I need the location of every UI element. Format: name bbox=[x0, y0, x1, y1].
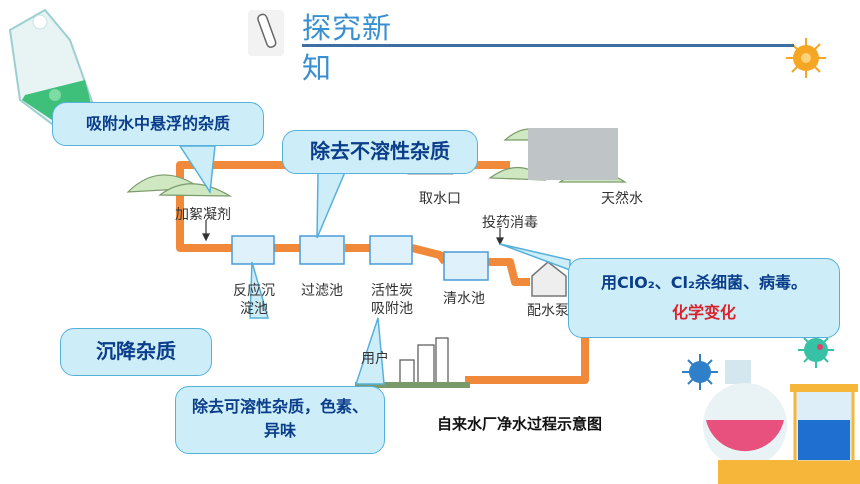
flask-red-icon bbox=[703, 360, 860, 484]
label-intake: 取水口 bbox=[419, 191, 461, 207]
diagram-caption: 自来水厂净水过程示意图 bbox=[437, 415, 603, 433]
arrows bbox=[202, 220, 504, 246]
page-title: 探究新知 bbox=[302, 8, 412, 88]
buildings bbox=[355, 337, 470, 388]
page-title-text: 探究新知 bbox=[302, 11, 393, 85]
callout-remove-soluble: 除去可溶性杂质，色素、异味 bbox=[175, 386, 385, 454]
reservoir bbox=[528, 128, 618, 180]
label-carbon-tank-line1: 活性炭 bbox=[371, 283, 413, 299]
title-underline bbox=[302, 44, 794, 47]
callout-adsorb: 吸附水中悬浮的杂质 bbox=[52, 102, 264, 146]
label-reaction-tank-line2: 淀池 bbox=[240, 301, 268, 317]
label-clear-tank: 清水池 bbox=[443, 291, 485, 307]
callout-disinfect-text: 用ClO₂、Cl₂杀细菌、病毒。 bbox=[600, 273, 808, 292]
label-carbon-tank-line2: 吸附池 bbox=[371, 301, 413, 317]
label-pump: 配水泵 bbox=[527, 303, 569, 319]
label-reaction-tank-line1: 反应沉 bbox=[233, 283, 275, 299]
callout-disinfect-note: 化学变化 bbox=[671, 303, 736, 322]
beaker-blue-icon bbox=[790, 384, 858, 464]
label-reaction-tank: 反应沉 淀池 bbox=[222, 282, 286, 318]
label-flocculant: 加絮凝剂 bbox=[175, 207, 231, 223]
label-disinfect: 投药消毒 bbox=[482, 215, 538, 231]
label-users: 用户 bbox=[361, 351, 389, 367]
test-tube-icon bbox=[248, 10, 284, 56]
callout-settle: 沉降杂质 bbox=[60, 328, 212, 376]
tanks bbox=[231, 235, 567, 297]
pipe-network bbox=[176, 161, 589, 384]
label-natural-water: 天然水 bbox=[601, 191, 643, 207]
callout-disinfect: 用ClO₂、Cl₂杀细菌、病毒。 化学变化 bbox=[568, 258, 840, 338]
label-filter-tank: 过滤池 bbox=[301, 283, 343, 299]
virus-icon-green bbox=[798, 332, 834, 368]
callout-remove-insoluble: 除去不溶性杂质 bbox=[282, 130, 478, 174]
virus-icon-orange bbox=[786, 38, 826, 78]
label-carbon-tank: 活性炭 吸附池 bbox=[360, 282, 424, 318]
virus-icon-blue bbox=[682, 354, 718, 390]
